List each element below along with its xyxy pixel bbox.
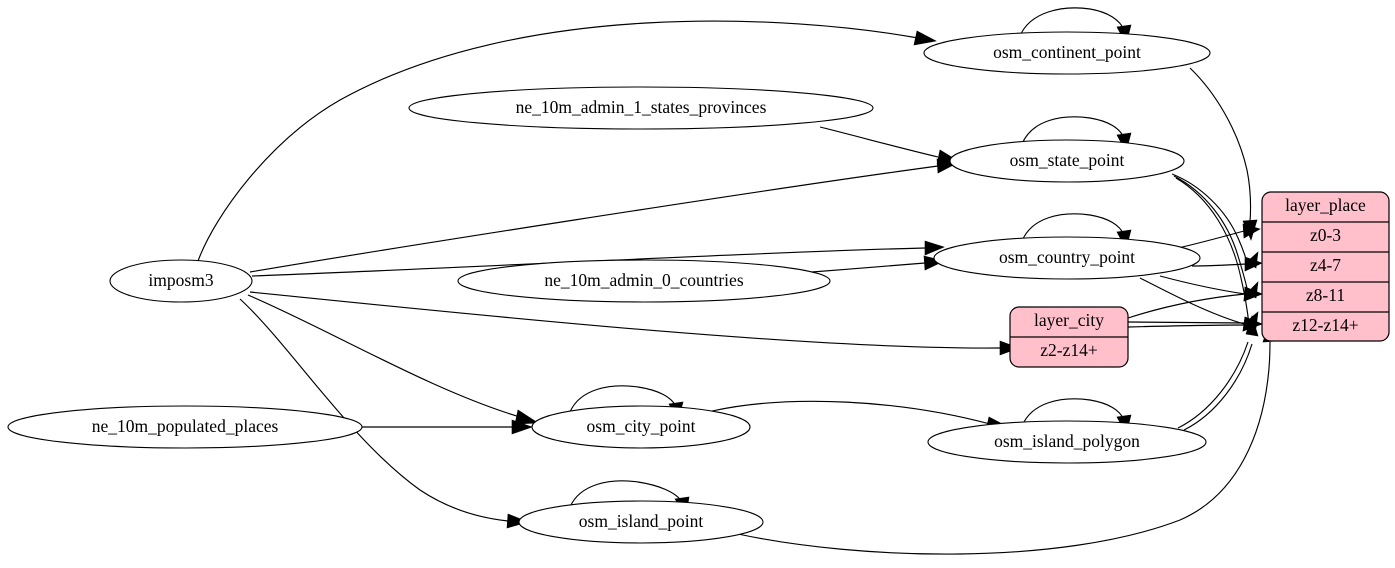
- node-imposm3-label: imposm3: [148, 270, 213, 290]
- node-ne_10m_populated_places-label: ne_10m_populated_places: [92, 416, 279, 436]
- edge-layer_city-to-layer_place-z8-11: [1127, 286, 1263, 319]
- layer_place-row-z8-11[interactable]: z8-11: [1306, 285, 1345, 305]
- node-ne_10m_admin_0_countries[interactable]: ne_10m_admin_0_countries: [457, 259, 831, 303]
- node-osm_island_polygon-label: osm_island_polygon: [994, 431, 1140, 451]
- layer_place-row-z0-3[interactable]: z0-3: [1310, 225, 1341, 245]
- table-nodes-layer: osm_continent_point osm_state_point osm_…: [518, 31, 1211, 544]
- node-ne_10m_admin_1_states_provinces-label: ne_10m_admin_1_states_provinces: [516, 97, 767, 117]
- node-osm_island_point-label: osm_island_point: [579, 511, 704, 531]
- node-ne_10m_admin_0_countries-label: ne_10m_admin_0_countries: [544, 270, 743, 290]
- edge-osm_country_point-to-layer_place-z0-3: [1177, 223, 1261, 249]
- edge-ne_10m_admin_1_states_provinces-to-osm_state_point: [819, 126, 959, 165]
- edge-osm_city_point-to-osm_island_polygon: [711, 400, 1012, 431]
- edge-imposm3-to-osm_city_point: [247, 294, 539, 425]
- node-osm_island_polygon[interactable]: osm_island_polygon: [927, 420, 1207, 464]
- source-nodes-layer: imposm3 ne_10m_admin_1_states_provinces …: [7, 86, 874, 449]
- node-osm_continent_point-label: osm_continent_point: [993, 42, 1141, 62]
- layer_place-row-z12-z14[interactable]: z12-z14+: [1292, 315, 1358, 335]
- node-imposm3[interactable]: imposm3: [109, 259, 253, 303]
- layer_place-row-z4-7[interactable]: z4-7: [1310, 255, 1341, 275]
- node-layer_city[interactable]: layer_city z2-z14+: [1009, 306, 1129, 368]
- node-osm_state_point[interactable]: osm_state_point: [949, 139, 1185, 183]
- node-ne_10m_admin_1_states_provinces[interactable]: ne_10m_admin_1_states_provinces: [408, 86, 874, 130]
- node-osm_city_point-label: osm_city_point: [587, 416, 696, 436]
- node-osm_island_point[interactable]: osm_island_point: [518, 500, 764, 544]
- node-osm_country_point[interactable]: osm_country_point: [933, 236, 1201, 280]
- edge-layer_city-to-layer_place-z12-z14: [1127, 316, 1263, 332]
- edge-ne_10m_admin_0_countries-to-osm_country_point: [811, 255, 945, 273]
- edge-imposm3-to-osm_island_point: [239, 298, 529, 529]
- node-osm_state_point-label: osm_state_point: [1010, 150, 1125, 170]
- edge-imposm3-to-osm_continent_point: [197, 20, 937, 262]
- edge-imposm3-to-osm_state_point: [249, 158, 958, 273]
- edges-layer: [197, 7, 1278, 555]
- node-osm_country_point-label: osm_country_point: [999, 247, 1135, 267]
- edge-osm_island_polygon-to-layer_place-z12-z14: [1177, 315, 1259, 431]
- layer_place-header-label: layer_place: [1285, 195, 1366, 215]
- layer-nodes-layer: layer_city z2-z14+ layer_place z0-3 z4-7…: [1009, 191, 1390, 368]
- layer_city-row-z2-z14[interactable]: z2-z14+: [1040, 340, 1098, 360]
- node-layer_place[interactable]: layer_place z0-3 z4-7 z8-11 z12-z14+: [1261, 191, 1390, 342]
- node-osm_city_point[interactable]: osm_city_point: [531, 405, 751, 449]
- edge-osm_country_point-to-layer_place-z4-7: [1191, 256, 1263, 272]
- node-osm_continent_point[interactable]: osm_continent_point: [923, 31, 1211, 75]
- edge-ne_10m_populated_places-to-osm_city_point: [362, 419, 533, 435]
- layer_city-header-label: layer_city: [1034, 310, 1104, 330]
- node-ne_10m_populated_places[interactable]: ne_10m_populated_places: [7, 405, 363, 449]
